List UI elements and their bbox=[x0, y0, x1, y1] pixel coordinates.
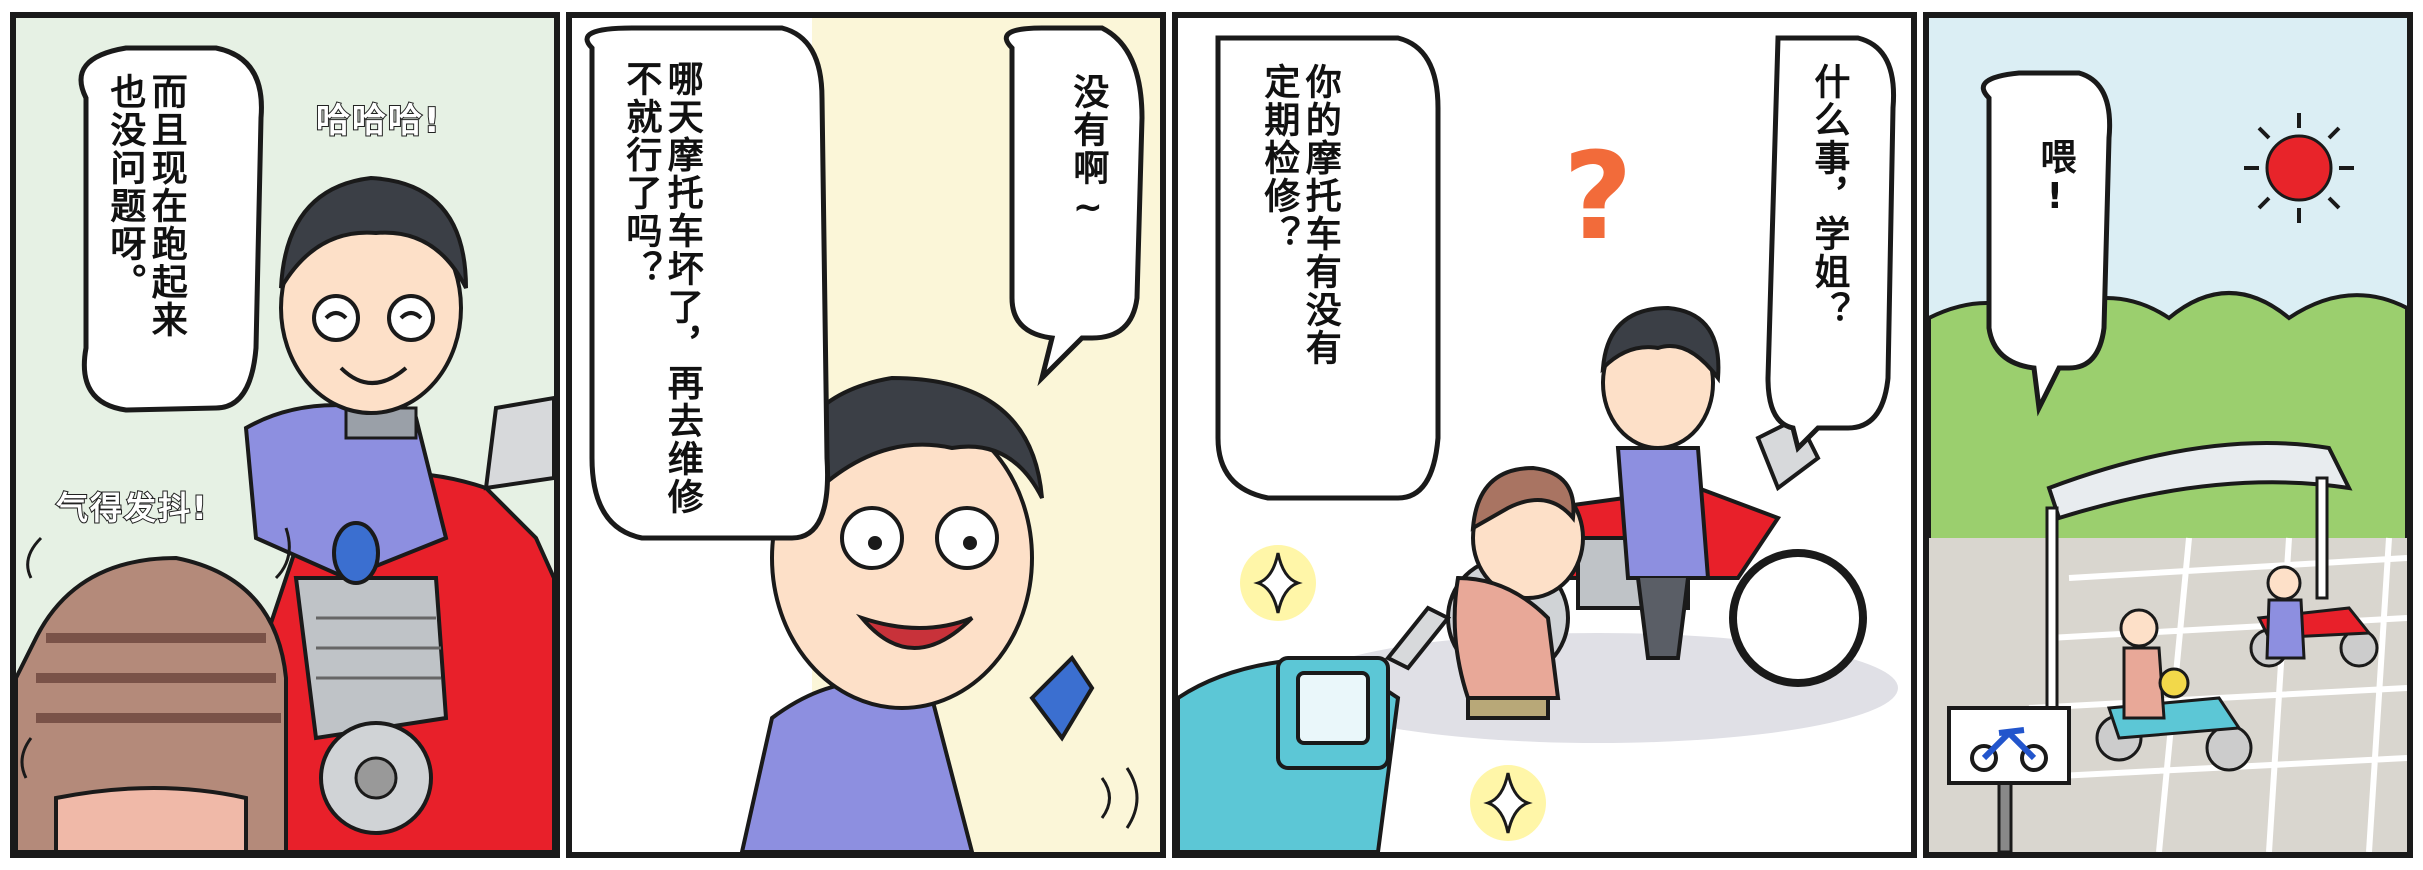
speech-text-3b: 什么事，学姐？ bbox=[1808, 63, 1850, 329]
speech-line-4: 不就行了吗？ bbox=[620, 60, 662, 288]
panel-1-art bbox=[16, 45, 554, 852]
girl-trembling bbox=[16, 527, 291, 852]
speech-text-4: 喂! bbox=[2034, 138, 2076, 219]
panel-3: 你的摩托车有没有 定期检修？ 什么事，学姐？ ? bbox=[1172, 12, 1917, 858]
speech-text-2b: 没有啊~ bbox=[1067, 73, 1109, 230]
boy-laughing bbox=[243, 175, 468, 585]
speech-text-3a: 你的摩托车有没有 定期检修？ bbox=[1258, 63, 1341, 483]
speech-bubble-3b bbox=[1765, 35, 1897, 453]
boy-standing bbox=[1600, 305, 1721, 660]
speech-bubble-3a bbox=[1215, 35, 1441, 501]
speech-line-5: 你的摩托车有没有 bbox=[1299, 63, 1341, 367]
speech-line-6: 定期检修？ bbox=[1258, 63, 1300, 253]
boy-pointing bbox=[739, 375, 1139, 852]
boy-small bbox=[2265, 565, 2306, 660]
sparkle-icon bbox=[1470, 765, 1546, 841]
sfx-angry: 气得发抖! bbox=[55, 488, 209, 528]
panel-3-art bbox=[1178, 35, 1898, 852]
speech-text-2a: 哪天摩托车坏了，再去维修 不就行了吗？ bbox=[620, 60, 703, 540]
panel-4: 喂! bbox=[1923, 12, 2413, 858]
speech-line-1: 而且现在跑起来 bbox=[145, 73, 187, 339]
speech-bubble-4 bbox=[1980, 70, 2113, 417]
speech-bubble-1 bbox=[78, 45, 264, 413]
panel-2-art bbox=[572, 18, 1145, 852]
speech-line-3: 哪天摩托车坏了，再去维修 bbox=[661, 60, 703, 516]
speech-text-1: 而且现在跑起来 也没问题呀。 bbox=[104, 73, 187, 393]
girl-small bbox=[2119, 608, 2190, 720]
panel-1: 而且现在跑起来 也没问题呀。 哈哈哈! 气得发抖! bbox=[10, 12, 560, 858]
sun-icon bbox=[2244, 113, 2354, 223]
teal-motorcycle bbox=[1178, 605, 1452, 852]
motorcycle-parking-sign-icon bbox=[1947, 706, 2071, 852]
panel-4-art bbox=[1929, 70, 2407, 852]
girl-crouching bbox=[1452, 465, 1585, 720]
question-mark: ? bbox=[1563, 128, 1633, 267]
speech-line-2: 也没问题呀。 bbox=[104, 73, 146, 301]
speech-bubble-2b bbox=[1003, 25, 1145, 387]
panel-2: 哪天摩托车坏了，再去维修 不就行了吗？ 没有啊~ bbox=[566, 12, 1166, 858]
sfx-laugh: 哈哈哈! bbox=[315, 100, 442, 142]
speech-bubble-2a bbox=[584, 25, 831, 541]
sparkle-icon bbox=[1240, 545, 1316, 621]
